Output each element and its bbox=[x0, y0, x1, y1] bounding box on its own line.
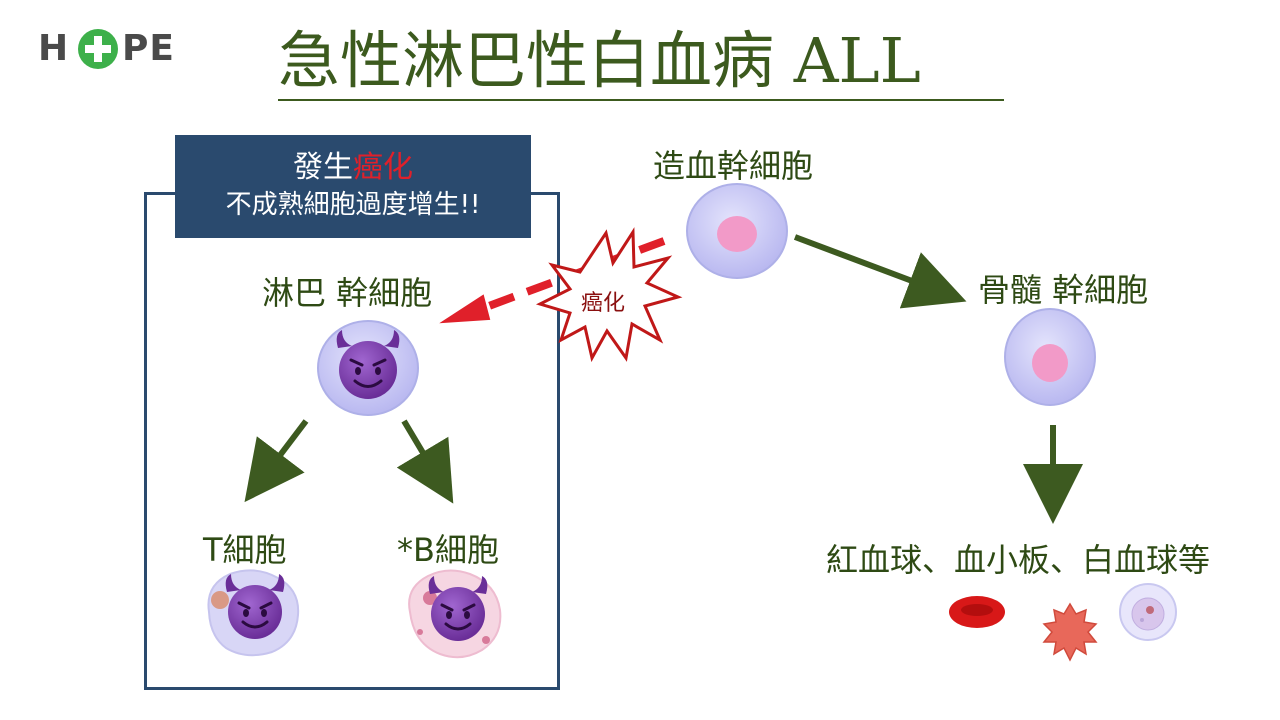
label-t-cell: T細胞 bbox=[203, 531, 287, 569]
explosion-burst-icon bbox=[535, 227, 683, 363]
label-b-cell: *B細胞 bbox=[397, 531, 499, 569]
hope-logo: H PE bbox=[38, 26, 198, 72]
dashed-arrow-head bbox=[439, 294, 491, 324]
cancer-header-box: 發生癌化 不成熟細胞過度增生!! bbox=[175, 135, 531, 238]
title-underline bbox=[278, 99, 1004, 101]
arrow-lymph-to-b bbox=[396, 419, 454, 504]
marrow-stem-cell bbox=[1004, 308, 1096, 406]
devil-face-icon bbox=[428, 576, 488, 641]
logo-text-left: H bbox=[38, 28, 70, 69]
header-line1: 發生癌化 bbox=[175, 149, 531, 187]
label-marrow-stem: 骨髓 幹細胞 bbox=[978, 271, 1149, 309]
header-line2: 不成熟細胞過度增生!! bbox=[225, 190, 481, 220]
red-blood-cell bbox=[949, 596, 1005, 628]
arrow-hsc-to-marrow bbox=[793, 234, 967, 309]
header-line1-highlight: 癌化 bbox=[353, 150, 413, 185]
page-title: 急性淋巴性白血病 ALL bbox=[278, 24, 921, 97]
plus-icon bbox=[78, 29, 118, 69]
white-blood-cell bbox=[1119, 583, 1177, 641]
hsc-cell bbox=[686, 183, 788, 279]
label-lymph-stem: 淋巴 幹細胞 bbox=[262, 274, 433, 312]
label-hsc: 造血幹細胞 bbox=[653, 147, 814, 185]
arrow-lymph-to-t bbox=[244, 419, 309, 503]
label-blood-cells: 紅血球、血小板、白血球等 bbox=[826, 541, 1211, 579]
burst-label: 癌化 bbox=[581, 291, 626, 316]
logo-text-right: PE bbox=[122, 28, 175, 69]
platelet bbox=[1042, 602, 1098, 662]
devil-face-icon bbox=[225, 574, 285, 639]
devil-face-icon bbox=[336, 330, 400, 399]
header-line1-prefix: 發生 bbox=[293, 150, 353, 185]
